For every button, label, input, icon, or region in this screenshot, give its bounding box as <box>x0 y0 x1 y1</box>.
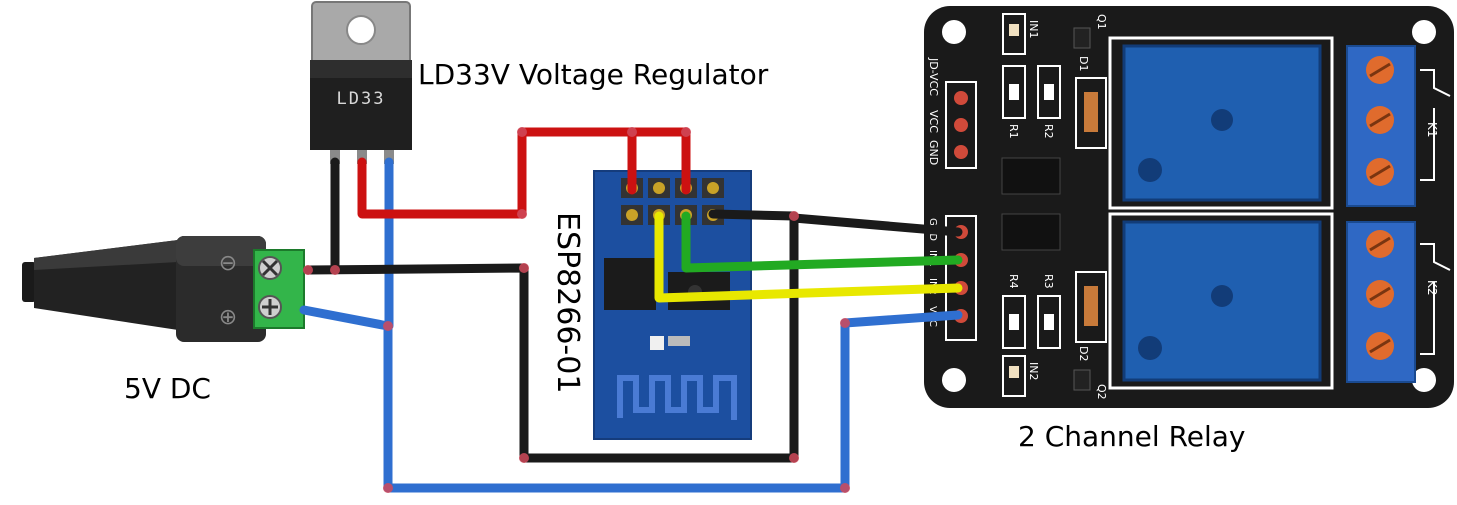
wire-5v <box>299 157 963 493</box>
wire-3v3 <box>357 127 691 219</box>
silk-k1: K1 <box>1425 122 1439 138</box>
wire-in2 <box>654 211 963 303</box>
voltage-regulator: LD33 <box>310 1 412 164</box>
esp8266-module <box>593 170 752 440</box>
silk-in1: IN1 <box>1027 20 1040 38</box>
silk-in2: IN2 <box>1027 362 1040 380</box>
jack-minus-symbol: ⊖ <box>219 251 237 276</box>
relay-label: 2 Channel Relay <box>1018 420 1246 453</box>
silk-r1: R1 <box>1007 124 1020 139</box>
wire-ground <box>303 157 963 463</box>
jack-plus-symbol: ⊕ <box>219 305 237 330</box>
relay-header-jd-vcc: JD-VCC <box>927 57 940 96</box>
silk-r4: R4 <box>1007 274 1020 289</box>
dc-jack: ⊖ ⊕ <box>22 236 305 342</box>
silk-q1: Q1 <box>1095 14 1108 30</box>
silk-k2: K2 <box>1425 280 1439 296</box>
silk-r2: R2 <box>1042 124 1055 139</box>
module-label: ESP8266-01 <box>550 212 585 393</box>
power-label: 5V DC <box>124 372 211 405</box>
silk-d1: D1 <box>1077 56 1090 71</box>
wire-in1 <box>681 211 963 273</box>
silk-d2: D2 <box>1077 346 1090 361</box>
silk-r3: R3 <box>1042 274 1055 289</box>
relay-board: JD-VCC VCC GND GND IN1 IN2 VCC IN1 Q1 D1… <box>924 6 1454 408</box>
regulator-label: LD33V Voltage Regulator <box>418 58 769 91</box>
wire-junctions <box>303 127 850 493</box>
silk-q2: Q2 <box>1095 384 1108 400</box>
wires <box>299 127 963 493</box>
relay-header-vcc: VCC <box>927 110 940 133</box>
relay-header-gnd: GND <box>927 140 940 165</box>
regulator-marking: LD33 <box>337 89 386 109</box>
